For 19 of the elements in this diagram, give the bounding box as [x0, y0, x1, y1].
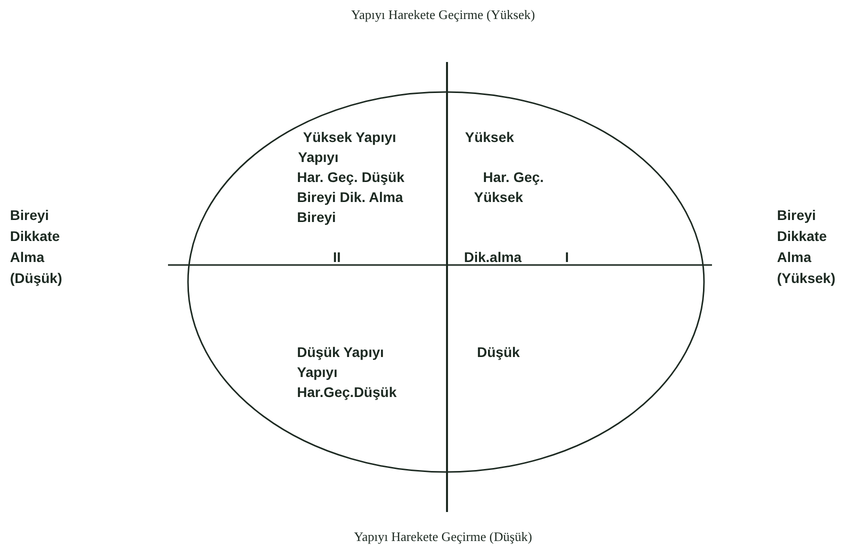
quadrant-text: Har. Geç.: [483, 168, 544, 186]
quadrant-text: Dik.alma: [464, 248, 522, 266]
quadrant-text: Yapıyı: [297, 363, 338, 381]
quadrant-text: Düşük Yapıyı: [297, 343, 384, 361]
quadrant-text: Yüksek: [474, 188, 524, 206]
quadrant-text: Yüksek Yapıyı: [303, 128, 396, 146]
quadrant-text: Düşük: [477, 343, 520, 361]
quadrant-text: Har. Geç. Düşük: [297, 168, 404, 186]
quadrant-number: II: [333, 248, 341, 266]
quadrant-text: Bireyi: [297, 208, 336, 226]
quadrant-text: Yapıyı: [298, 148, 338, 166]
axis-title: Yapıyı Harekete Geçirme (Düşük): [354, 528, 532, 546]
axis-label: Bireyi Dikkate Alma (Yüksek): [777, 206, 836, 288]
quadrant-text: Yüksek: [465, 128, 514, 146]
axis-title: Yapıyı Harekete Geçirme (Yüksek): [351, 6, 535, 24]
quadrant-text: Har.Geç.Düşük: [297, 383, 397, 401]
quadrant-number: I: [565, 248, 569, 266]
axis-label: Bireyi Dikkate Alma (Düşük): [10, 206, 64, 288]
quadrant-text: Bireyi Dik. Alma: [297, 188, 404, 206]
